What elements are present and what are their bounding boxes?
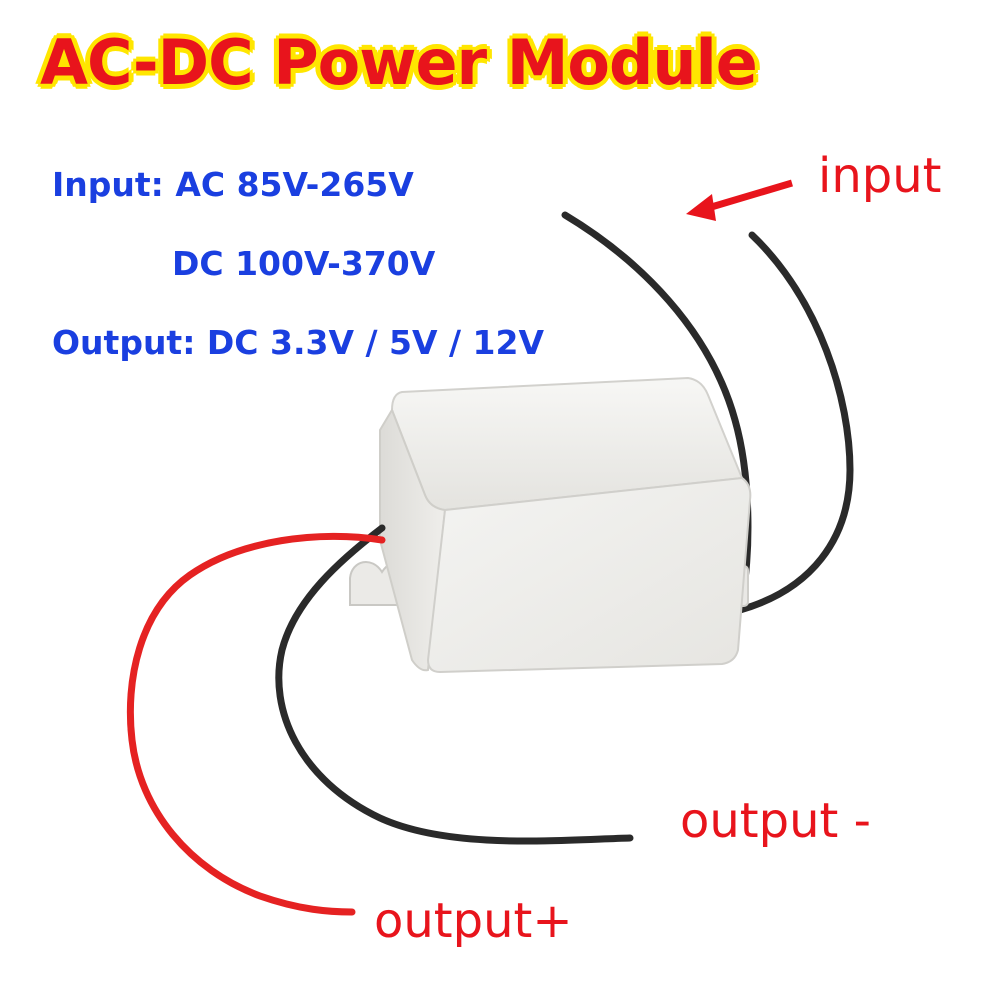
spec-input-ac: Input: AC 85V-265V xyxy=(52,165,414,204)
input-wire-left xyxy=(561,211,752,602)
input-wire-right xyxy=(736,231,854,614)
module-body xyxy=(379,376,752,674)
input-arrow xyxy=(686,179,793,221)
output-minus-wire xyxy=(275,524,634,845)
label-output-plus: output+ xyxy=(374,893,573,949)
label-input: input xyxy=(818,148,942,204)
label-output-minus: output - xyxy=(680,793,871,849)
spec-output: Output: DC 3.3V / 5V / 12V xyxy=(52,323,545,362)
spec-input-dc: DC 100V-370V xyxy=(172,244,436,283)
page-title: AC-DC Power Module xyxy=(40,26,758,99)
output-plus-wire xyxy=(126,532,386,916)
